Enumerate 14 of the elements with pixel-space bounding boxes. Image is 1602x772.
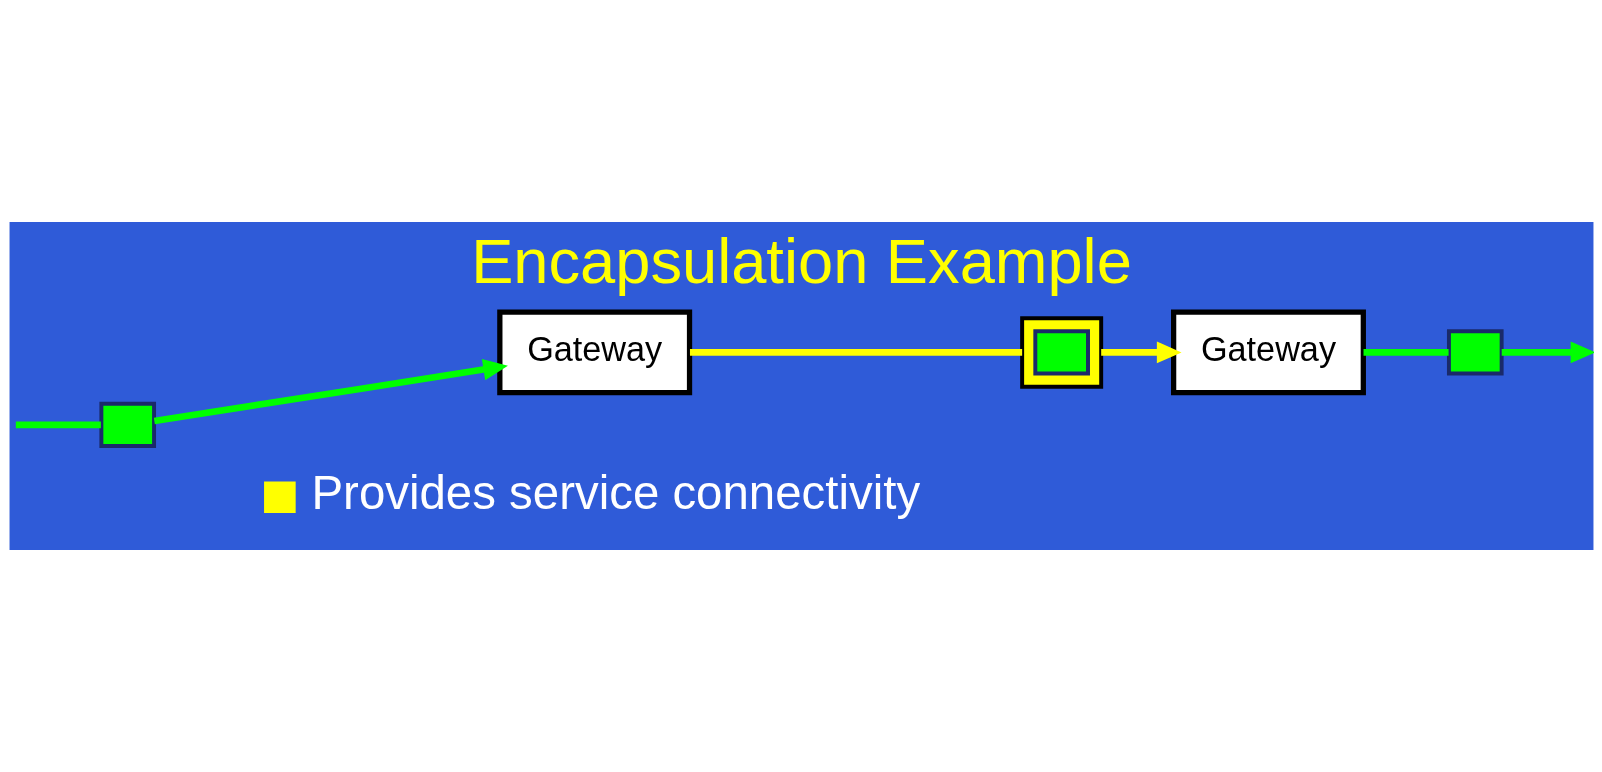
connector	[689, 349, 1022, 356]
connector	[1363, 349, 1449, 356]
cluster	[1019, 316, 1103, 389]
arrow	[1501, 341, 1594, 364]
label: Provides service connectivity	[310, 465, 920, 519]
node-box	[1446, 329, 1504, 376]
arrow	[153, 358, 508, 425]
connector	[15, 421, 101, 429]
node-box: Gateway	[1170, 309, 1366, 396]
node-box	[98, 401, 156, 448]
diagram-title: Encapsulation Example	[470, 226, 1132, 297]
arrow	[1100, 341, 1182, 364]
node-box: Gateway	[496, 309, 692, 396]
node-box	[1032, 329, 1090, 376]
